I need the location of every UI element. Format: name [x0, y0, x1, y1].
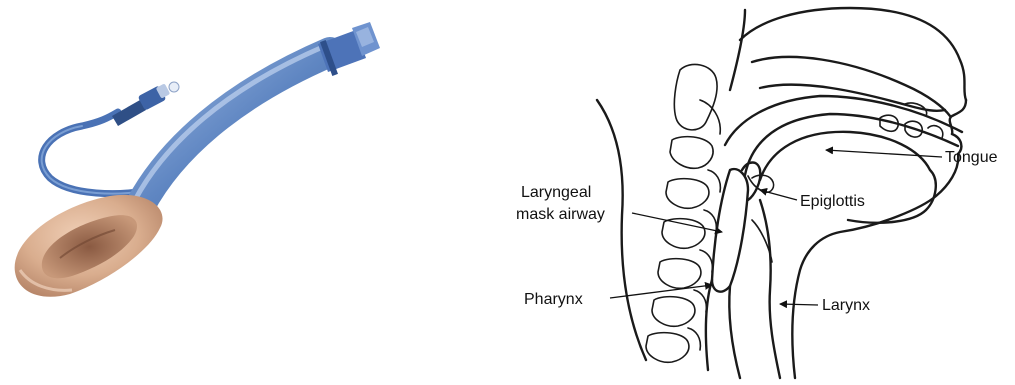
epiglottis-leader [760, 190, 797, 200]
chin-neck [792, 154, 958, 378]
pilot-tube [42, 112, 150, 194]
lma-mask-drawing [712, 169, 748, 292]
nasal-palate [752, 57, 950, 116]
tongue-leader [826, 150, 942, 157]
label-epiglottis: Epiglottis [800, 193, 865, 210]
lma-leader [632, 213, 722, 232]
airway-tube [140, 52, 330, 206]
lma-tube-drawing [725, 96, 962, 145]
tube-connector [318, 22, 380, 76]
larynx-shape [760, 200, 780, 378]
larynx-leader [780, 304, 818, 305]
airway-anatomy-diagram: Tongue Epiglottis Laryngeal mask airway … [516, 8, 998, 378]
pilot-valve [112, 82, 179, 126]
mask-cuff [15, 195, 163, 297]
label-lma-line2: mask airway [516, 206, 605, 223]
lma-device-photo [15, 22, 380, 297]
label-lma-line1: Laryngeal [521, 184, 591, 201]
label-tongue: Tongue [945, 149, 998, 166]
label-pharynx: Pharynx [524, 291, 583, 308]
label-larynx: Larynx [822, 297, 870, 314]
neck-outline [597, 100, 646, 360]
tongue-outline [760, 132, 930, 180]
cervical-spine [646, 64, 720, 362]
